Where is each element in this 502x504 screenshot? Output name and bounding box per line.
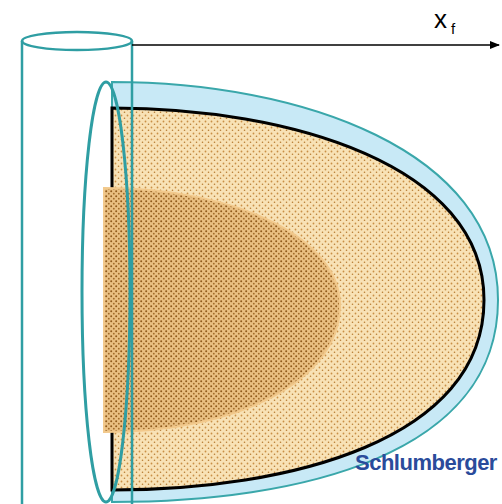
half-length-arrow bbox=[132, 44, 499, 46]
wellbore-top bbox=[22, 32, 132, 50]
wellbore-wall bbox=[21, 41, 24, 504]
dimension-subscript: f bbox=[451, 21, 455, 36]
fracture-face bbox=[82, 82, 130, 502]
dimension-label: x bbox=[434, 6, 447, 32]
company-logo: Schlumberger bbox=[355, 452, 497, 474]
proppant-pack bbox=[104, 188, 340, 432]
